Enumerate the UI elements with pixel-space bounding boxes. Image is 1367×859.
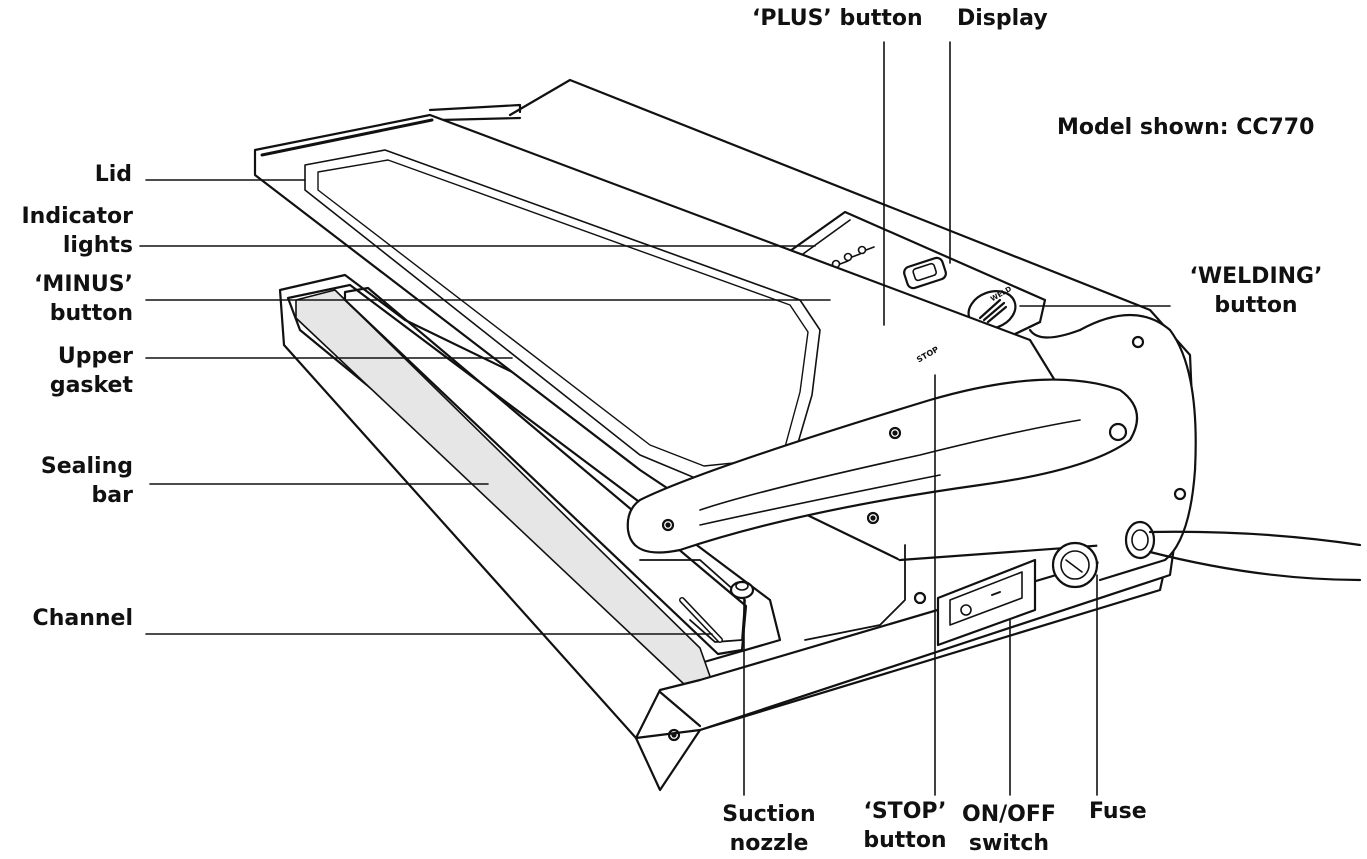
label-channel: Channel <box>0 604 133 633</box>
label-indicator-lights-line1: Indicator <box>21 204 133 229</box>
label-fuse-line1: Fuse <box>1089 799 1147 824</box>
display-window <box>903 256 947 290</box>
label-display-line1: Display <box>957 6 1048 31</box>
upper-gasket-outline <box>304 149 821 481</box>
label-welding-button-line2: button <box>1214 293 1298 318</box>
label-on-off-switch: ON/OFF switch <box>954 800 1064 858</box>
label-indicator-lights: Indicator lights <box>0 202 133 260</box>
label-upper-gasket-line1: Upper <box>57 344 133 369</box>
label-minus-button-line2: button <box>49 301 133 326</box>
lid <box>253 113 1072 512</box>
fuse-holder-shape <box>1051 541 1099 589</box>
label-on-off-switch-line2: switch <box>968 831 1050 856</box>
label-suction-nozzle-line2: nozzle <box>729 831 809 856</box>
label-fuse: Fuse <box>1089 797 1147 826</box>
label-minus-button-line1: ‘MINUS’ <box>34 272 133 297</box>
label-welding-button-line1: ‘WELDING’ <box>1189 264 1323 289</box>
label-stop-button-line2: button <box>863 828 947 853</box>
label-welding-button: ‘WELDING’ button <box>1176 262 1336 320</box>
label-lid-line1: Lid <box>94 162 132 187</box>
label-sealing-bar: Sealing bar <box>0 452 133 510</box>
model-note: Model shown: CC770 <box>1057 113 1314 142</box>
label-suction-nozzle: Suction nozzle <box>700 800 838 858</box>
label-sealing-bar-line2: bar <box>91 483 133 508</box>
label-plus-button: ‘PLUS’ button <box>752 4 923 33</box>
label-stop-button-line1: ‘STOP’ <box>863 799 947 824</box>
suction-nozzle-shape <box>729 580 755 600</box>
label-minus-button: ‘MINUS’ button <box>0 270 133 328</box>
side-controls <box>729 520 1362 647</box>
label-upper-gasket: Upper gasket <box>0 342 133 400</box>
label-sealing-bar-line1: Sealing <box>40 454 133 479</box>
label-upper-gasket-line2: gasket <box>49 373 133 398</box>
label-display: Display <box>957 4 1048 33</box>
lid-handle <box>626 378 1139 554</box>
label-channel-line1: Channel <box>32 606 133 631</box>
label-lid: Lid <box>60 160 132 189</box>
label-indicator-lights-line2: lights <box>62 233 133 258</box>
model-note-text: Model shown: CC770 <box>1057 115 1315 140</box>
leader-lines <box>139 41 1171 796</box>
label-stop-button: ‘STOP’ button <box>850 797 960 855</box>
on-off-switch-shape <box>936 558 1037 647</box>
label-suction-nozzle-line1: Suction <box>722 802 816 827</box>
label-plus-button-line1: ‘PLUS’ button <box>752 6 923 31</box>
label-on-off-switch-line1: ON/OFF <box>962 802 1056 827</box>
power-cable-shape <box>1124 520 1362 582</box>
